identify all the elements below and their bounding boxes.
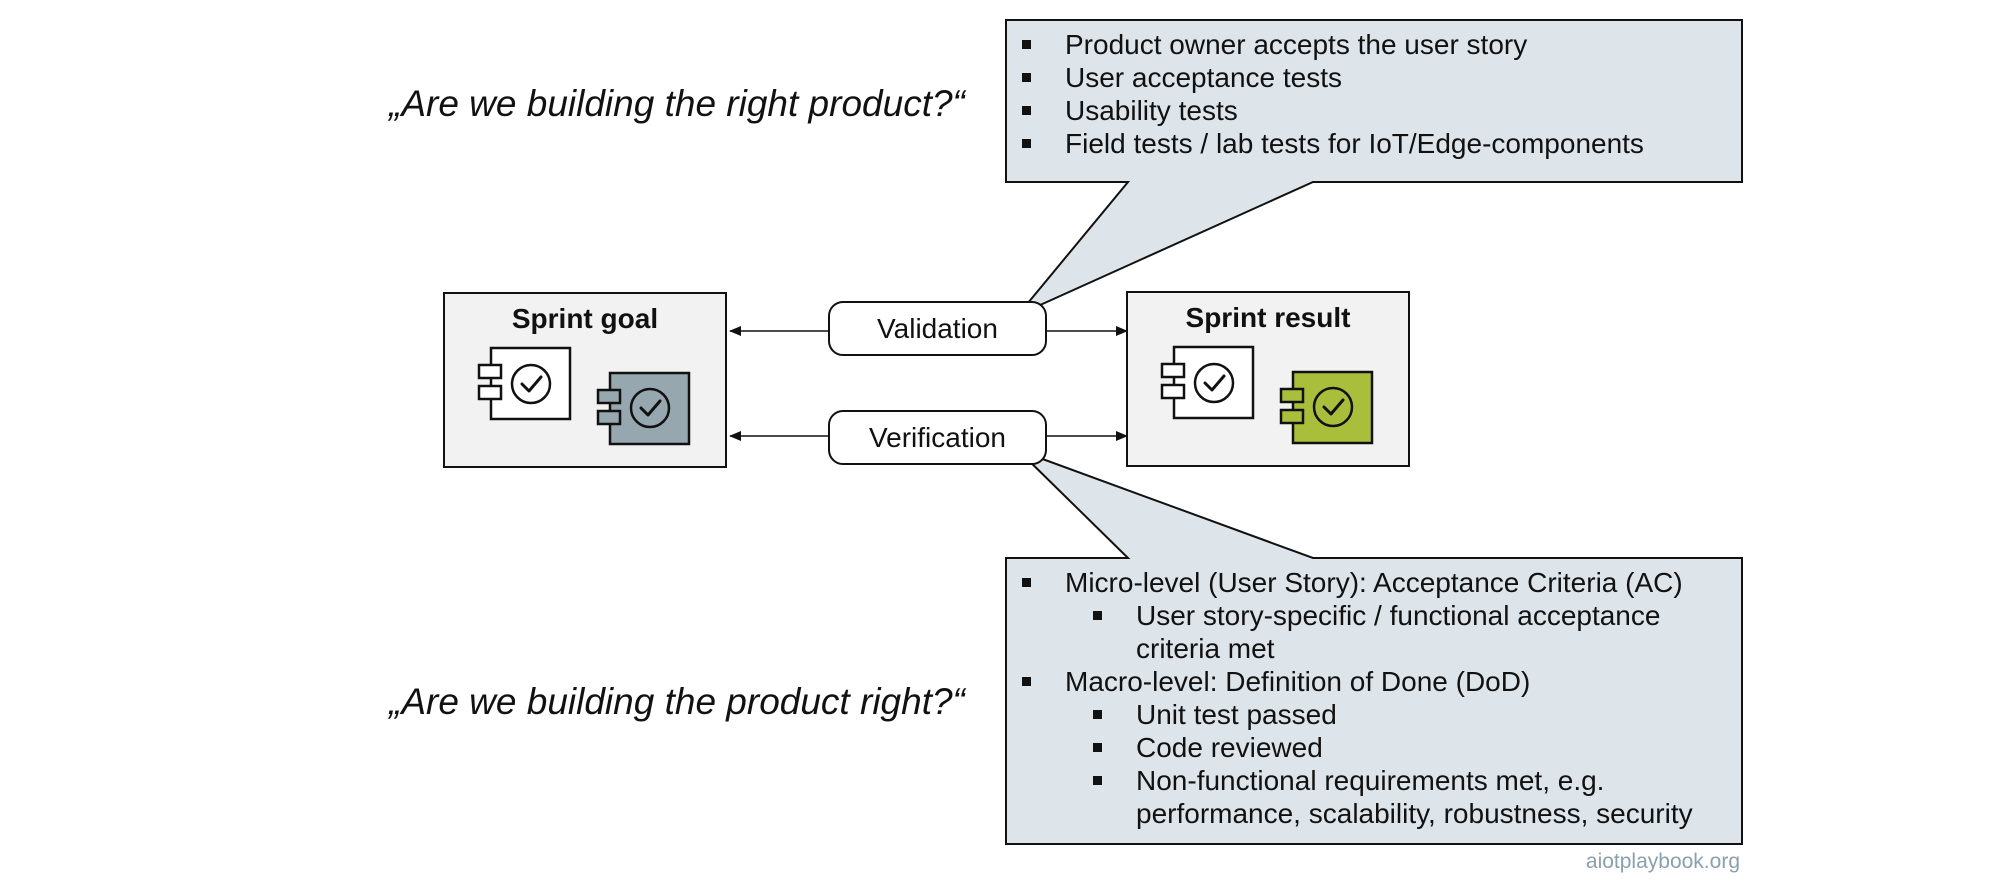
list-item: User acceptance tests xyxy=(1006,61,1726,94)
sprint-result-title: Sprint result xyxy=(1185,302,1351,333)
list-item: Field tests / lab tests for IoT/Edge-com… xyxy=(1006,127,1726,160)
component-check-icon xyxy=(477,346,572,421)
list-item: Usability tests xyxy=(1006,94,1726,127)
verification-callout-list: Micro-level (User Story): Acceptance Cri… xyxy=(1006,566,1696,830)
footer-source: aiotplaybook.org xyxy=(1585,850,1740,873)
verification-callout-shape xyxy=(1005,449,1743,845)
verification-pill xyxy=(828,410,1047,465)
validation-pill xyxy=(828,301,1047,356)
validation-callout-list: Product owner accepts the user story Use… xyxy=(1006,28,1726,160)
list-item: Micro-level (User Story): Acceptance Cri… xyxy=(1006,566,1696,599)
validation-callout-shape xyxy=(1005,19,1743,316)
validation-question: „Are we building the right product?“ xyxy=(389,83,965,124)
validation-label: Validation xyxy=(877,312,998,344)
sprint-goal-title: Sprint goal xyxy=(511,303,659,334)
list-item: Product owner accepts the user story xyxy=(1006,28,1726,61)
list-item: Code reviewed xyxy=(1006,731,1696,764)
component-check-icon xyxy=(1279,370,1374,445)
verification-label: Verification xyxy=(869,421,1006,453)
list-item: Non-functional requirements met, e.g. pe… xyxy=(1006,764,1696,830)
sprint-goal-label-area: Sprint goal xyxy=(444,293,726,467)
list-item: Unit test passed xyxy=(1006,698,1696,731)
component-check-icon xyxy=(596,371,691,446)
list-item: User story-specific / functional accepta… xyxy=(1006,599,1696,665)
component-check-icon xyxy=(1160,345,1255,420)
verification-question: „Are we building the product right?“ xyxy=(389,681,965,722)
list-item: Macro-level: Definition of Done (DoD) xyxy=(1006,665,1696,698)
sprint-result-label-area: Sprint result xyxy=(1127,292,1409,466)
